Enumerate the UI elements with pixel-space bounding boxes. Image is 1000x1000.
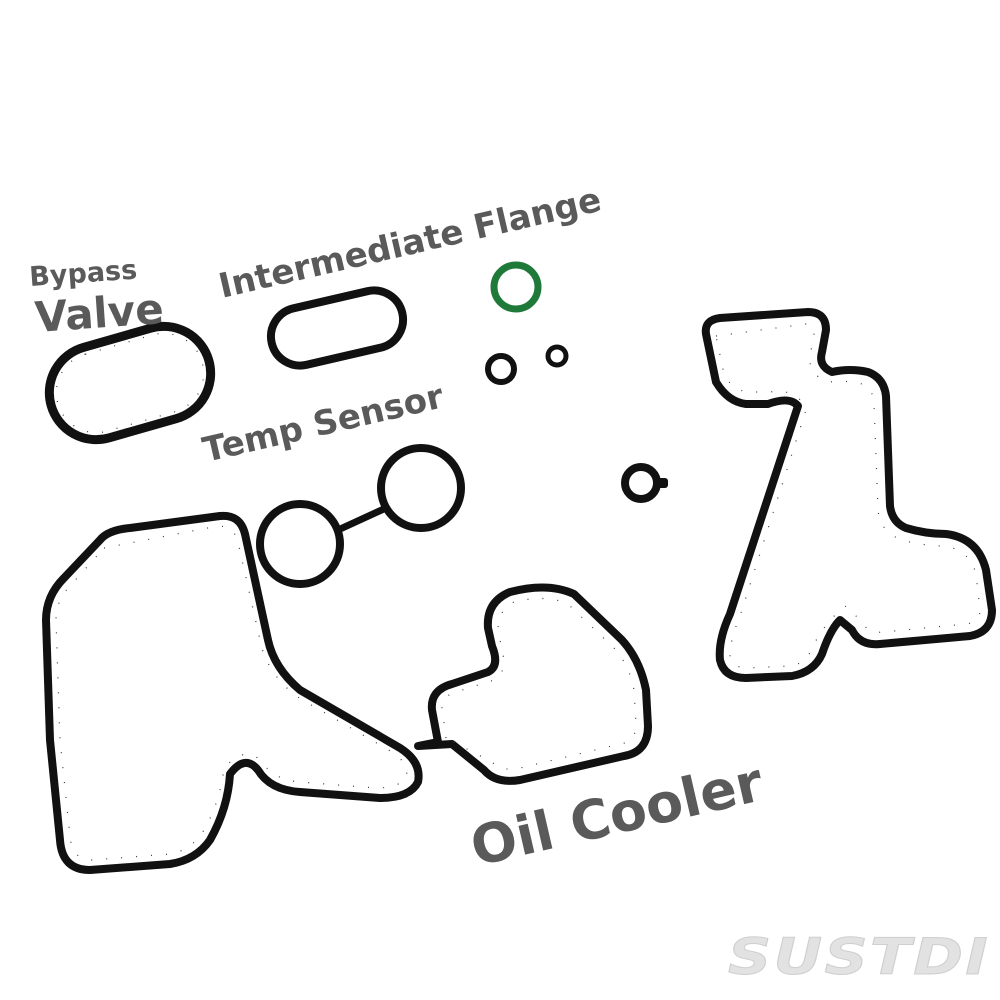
small-seal xyxy=(621,463,668,503)
bypass-valve-gasket xyxy=(44,321,216,445)
watermark-logo: SUSTDI xyxy=(728,928,990,986)
intermediate-flange-gasket xyxy=(266,286,408,370)
bypass-label-line2: Valve xyxy=(33,284,165,342)
oil-cooler-label: Oil Cooler xyxy=(465,750,769,878)
oil-cooler-gasket-right xyxy=(701,308,996,682)
temp-sensor-o-ring-small xyxy=(545,344,569,368)
oil-cooler-gasket-center xyxy=(414,583,652,785)
temp-sensor-label: Temp Sensor xyxy=(199,377,447,471)
bypass-label-line1: Bypass xyxy=(28,255,138,293)
intermediate-flange-label: Intermediate Flange xyxy=(215,180,605,307)
temp-sensor-o-ring-large xyxy=(485,353,517,385)
green-o-ring xyxy=(490,261,542,313)
oil-cooler-gasket-main xyxy=(42,444,465,874)
